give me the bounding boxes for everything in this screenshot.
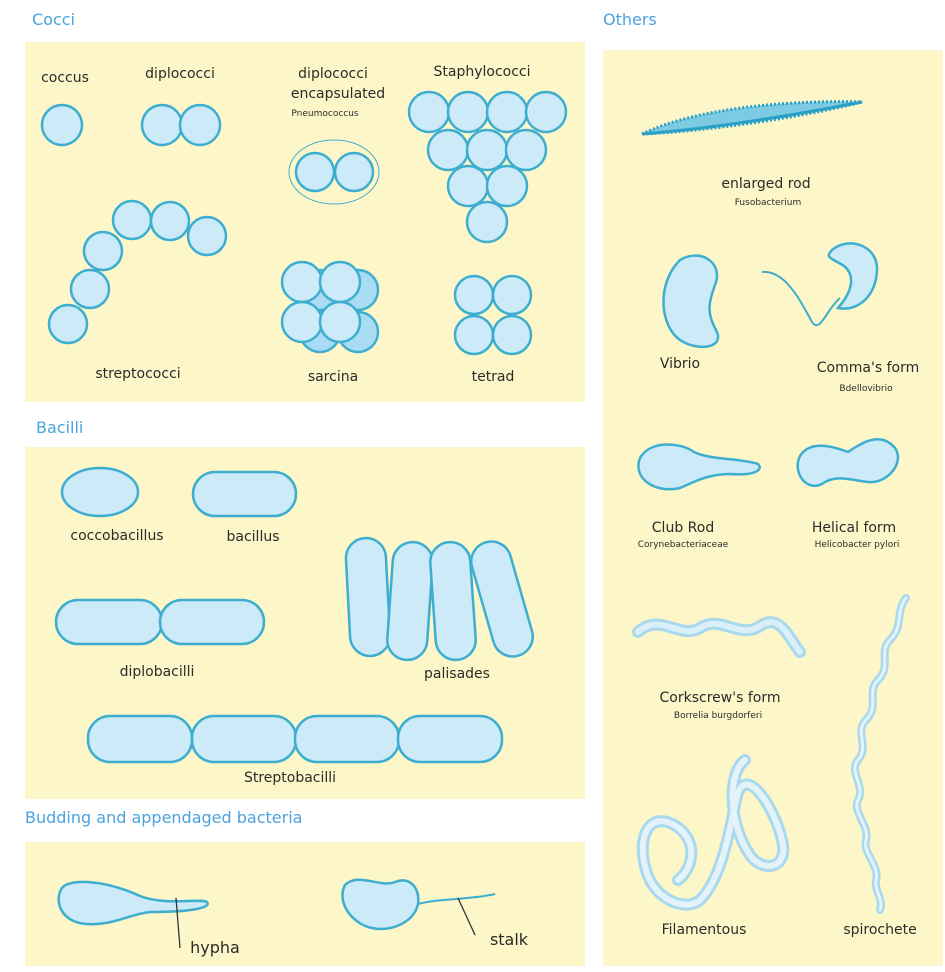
- label-coccus: coccus: [41, 70, 89, 86]
- label-spirochete: spirochete: [843, 922, 916, 938]
- label-tetrad: tetrad: [472, 369, 515, 385]
- diplobacilli-shape: [56, 600, 264, 644]
- label-commas-form: Comma's form: [817, 360, 919, 376]
- label-enlarged-rod: enlarged rod: [721, 176, 810, 192]
- label-sarcina: sarcina: [308, 369, 358, 385]
- streptococci-shape: [49, 201, 226, 343]
- label-bdellovibrio: Bdellovibrio: [839, 384, 892, 394]
- label-filamentous: Filamentous: [662, 922, 747, 938]
- label-staphylococci: Staphylococci: [433, 64, 530, 80]
- label-corkscrews-form: Corkscrew's form: [660, 690, 781, 706]
- label-borrelia: Borrelia burgdorferi: [674, 711, 762, 721]
- label-streptobacilli: Streptobacilli: [244, 770, 336, 786]
- label-vibrio: Vibrio: [660, 356, 700, 372]
- palisades-shape: [345, 537, 538, 661]
- club-rod-shape: [638, 444, 759, 489]
- label-diplococci-encapsulated-1: diplococci: [298, 66, 368, 82]
- diplococci-encapsulated-shape: [289, 140, 379, 204]
- label-fusobacterium: Fusobacterium: [735, 198, 802, 208]
- label-palisades: palisades: [424, 666, 490, 682]
- label-streptococci: streptococci: [95, 366, 180, 382]
- staphylococci-shape: [409, 92, 566, 242]
- spirochete-inner: [855, 598, 906, 910]
- label-hypha: hypha: [190, 938, 240, 957]
- sarcina-shape: [282, 262, 378, 352]
- hypha-shape: [59, 882, 208, 948]
- label-helicobacter: Helicobacter pylori: [815, 540, 900, 550]
- filamentous-inner: [643, 760, 784, 905]
- label-bacillus: bacillus: [227, 529, 280, 545]
- stalk-shape: [342, 880, 495, 935]
- label-pneumococcus: Pneumococcus: [291, 109, 358, 119]
- bacillus-shape: [193, 472, 296, 516]
- enlarged-rod-shape: [642, 102, 862, 134]
- label-stalk: stalk: [490, 930, 528, 949]
- coccobacillus-shape: [62, 468, 138, 516]
- label-diplobacilli: diplobacilli: [120, 664, 195, 680]
- label-corynebacteriaceae: Corynebacteriaceae: [638, 540, 729, 550]
- commas-form-shape: [762, 243, 877, 325]
- label-diplococci: diplococci: [145, 66, 215, 82]
- coccus-shape: [42, 105, 82, 145]
- tetrad-shape: [455, 276, 531, 354]
- label-coccobacillus: coccobacillus: [70, 528, 163, 544]
- diplococci-shape: [142, 105, 220, 145]
- vibrio-shape: [663, 256, 718, 347]
- streptobacilli-shape: [88, 716, 502, 762]
- label-club-rod: Club Rod: [652, 520, 714, 536]
- label-helical-form: Helical form: [812, 520, 896, 536]
- helical-form-shape: [798, 439, 898, 486]
- label-diplococci-encapsulated-2: encapsulated: [291, 86, 385, 102]
